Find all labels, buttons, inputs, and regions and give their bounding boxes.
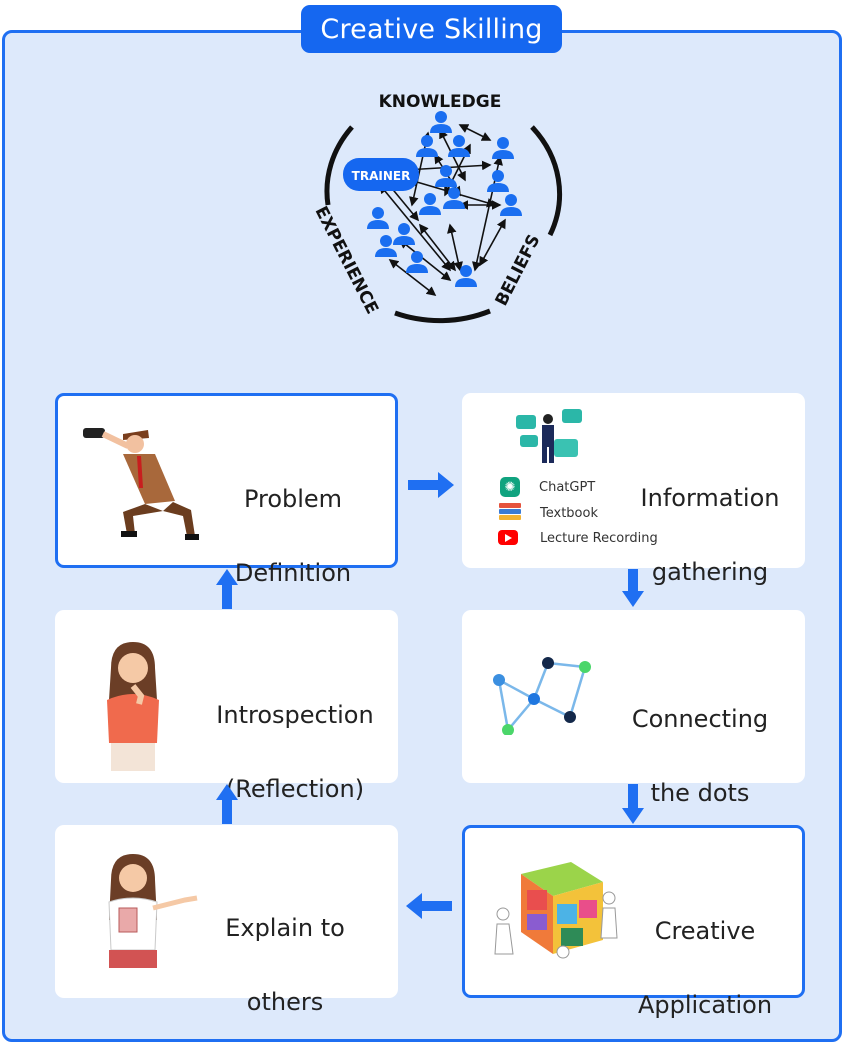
people-chat-illustration [516,409,582,463]
information-line1: Information [640,484,780,512]
explain-line2: others [246,988,324,1016]
connecting-line1: Connecting [631,705,769,733]
trainer-network-illustration: TRAINER KNOWLEDGE EXPERIENCE BELIEFS [311,92,562,324]
introspection-line2: (Reflection) [225,775,365,803]
explain-title: Explain to others [210,873,360,1021]
arrow-left-creative-to-explain [406,893,452,919]
card-problem-definition: Problem Definition [55,393,398,587]
source-lecture-recording: Lecture Recording [540,531,658,546]
arrow-right-problem-to-information [408,472,454,498]
arrow-down-information-to-connecting [622,569,644,607]
experience-label: EXPERIENCE [311,203,382,317]
card-information-gathering: ✺ ChatGPT Textbook Lecture Recording Inf… [462,393,805,586]
card-introspection: Introspection (Reflection) [55,610,398,803]
puzzle-cube-illustration [494,862,618,959]
introspection-title: Introspection (Reflection) [195,660,395,808]
introspection-line1: Introspection [216,701,374,729]
creative-line1: Creative [654,917,756,945]
page-title: Creative Skilling [301,5,562,53]
arrow-up-introspection-to-problem [216,569,238,609]
problem-title: Problem Definition [218,444,368,592]
beliefs-label: BELIEFS [492,231,545,309]
knowledge-label: KNOWLEDGE [379,92,502,112]
trainer-label: TRAINER [352,169,411,183]
connecting-title: Connecting the dots [620,664,780,812]
chatgpt-icon: ✺ [500,477,520,497]
card-connecting-dots: Connecting the dots [462,610,805,807]
explain-line1: Explain to [225,914,345,942]
connected-dots-icon [493,657,591,735]
card-creative-application: Creative Application [462,825,805,1019]
detective-illustration [83,428,199,540]
card-explain-to-others: Explain to others [55,825,398,1016]
problem-line2: Definition [234,559,352,587]
information-line2: gathering [651,558,769,586]
problem-line1: Problem [243,485,343,513]
textbook-icon [499,503,521,521]
source-textbook: Textbook [540,506,598,521]
arrow-up-explain-to-introspection [216,784,238,824]
presenting-woman-illustration [108,854,198,968]
creative-title: Creative Application [625,876,785,1024]
creative-line2: Application [637,991,773,1019]
source-chatgpt: ChatGPT [539,480,596,495]
thinking-woman-illustration [107,642,159,771]
connecting-line2: the dots [650,779,750,807]
youtube-icon [498,530,518,545]
information-title: Information gathering [630,443,790,591]
arrow-down-connecting-to-creative [622,784,644,824]
